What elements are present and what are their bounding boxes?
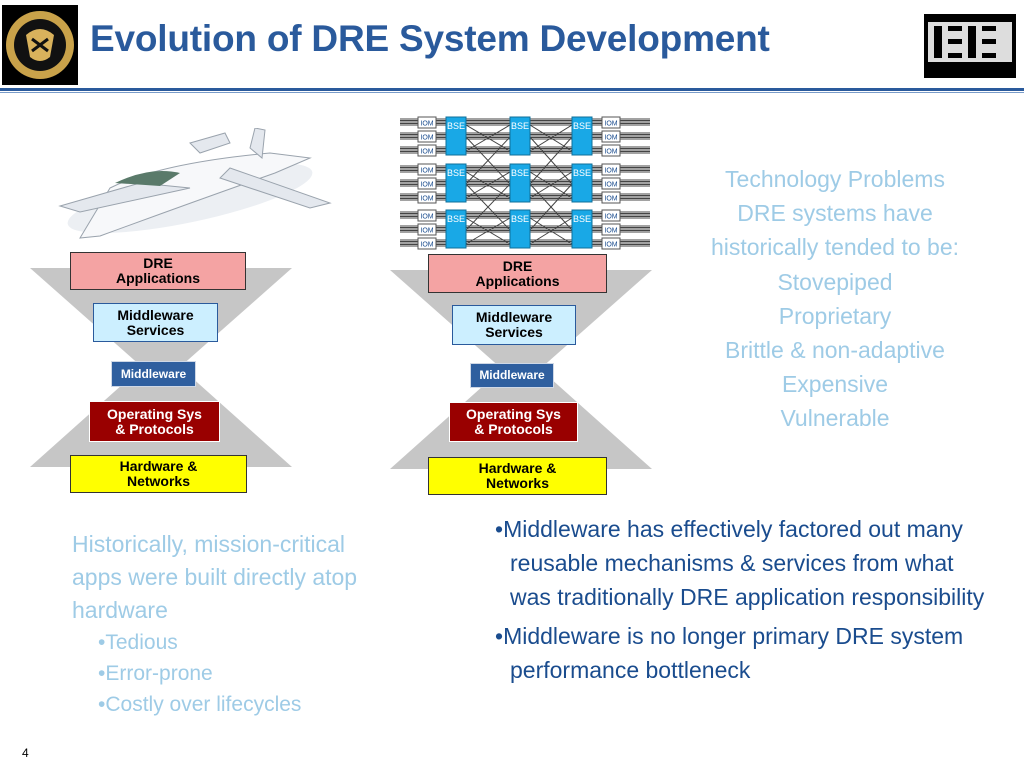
panel-line: DRE systems have bbox=[737, 200, 933, 227]
historical-line: Historically, mission-critical bbox=[72, 531, 346, 557]
panel-line: Vulnerable bbox=[780, 405, 890, 432]
iom-node: IOM bbox=[601, 237, 621, 250]
iom-node: IOM bbox=[417, 177, 437, 190]
panel-line: Brittle & non-adaptive bbox=[725, 337, 945, 364]
svg-text:IOM: IOM bbox=[604, 182, 617, 189]
historical-bullet: •Tedious bbox=[98, 631, 178, 654]
middleware-box: Middleware bbox=[111, 361, 196, 387]
svg-text:IOM: IOM bbox=[604, 135, 617, 142]
bse-node: BSE bbox=[571, 209, 593, 249]
iom-node: IOM bbox=[601, 177, 621, 190]
historical-line: apps were built directly atop bbox=[72, 564, 358, 590]
iom-node: IOM bbox=[601, 191, 621, 204]
historical-bullet: •Costly over lifecycles bbox=[98, 693, 302, 716]
svg-text:BSE: BSE bbox=[573, 121, 591, 131]
svg-text:IOM: IOM bbox=[604, 196, 617, 203]
bse-node: BSE bbox=[571, 116, 593, 156]
bullet-item: •Middleware is no longer primary DRE sys… bbox=[495, 623, 964, 683]
iom-node: IOM bbox=[417, 223, 437, 236]
svg-text:BSE: BSE bbox=[447, 121, 465, 131]
middleware-box-2: Middleware bbox=[470, 363, 554, 388]
bullet-item: •Middleware has effectively factored out… bbox=[495, 516, 985, 610]
bse-node: BSE bbox=[445, 163, 467, 203]
historical-bullet: •Error-prone bbox=[98, 662, 213, 685]
svg-text:BSE: BSE bbox=[447, 214, 465, 224]
iom-node: IOM bbox=[417, 191, 437, 204]
svg-text:IOM: IOM bbox=[420, 242, 433, 249]
page-title: Evolution of DRE System Development bbox=[90, 18, 770, 59]
iom-node: IOM bbox=[601, 130, 621, 143]
svg-text:IOM: IOM bbox=[420, 214, 433, 221]
svg-text:IOM: IOM bbox=[420, 121, 433, 128]
svg-text:IOM: IOM bbox=[604, 242, 617, 249]
panel-line: historically tended to be: bbox=[710, 234, 960, 261]
isis-institute-logo bbox=[924, 14, 1016, 78]
svg-text:IOM: IOM bbox=[420, 182, 433, 189]
bse-node: BSE bbox=[509, 116, 531, 156]
historical-text: Historically, mission-critical apps were… bbox=[72, 528, 452, 720]
iom-node: IOM bbox=[417, 130, 437, 143]
svg-text:IOM: IOM bbox=[604, 214, 617, 221]
network-diagram: IOM IOM IOM IOM IOM IOM IOM IOM IOM IOM IOM IOM IOM I… bbox=[400, 116, 650, 250]
hardware-networks-box: Hardware &Networks bbox=[70, 455, 247, 493]
bse-node: BSE bbox=[445, 209, 467, 249]
svg-text:BSE: BSE bbox=[573, 168, 591, 178]
iom-node: IOM bbox=[601, 144, 621, 157]
svg-text:IOM: IOM bbox=[420, 149, 433, 156]
svg-text:BSE: BSE bbox=[511, 214, 529, 224]
airplane-illustration bbox=[58, 128, 332, 239]
historical-line: hardware bbox=[72, 597, 168, 623]
panel-line: Stovepiped bbox=[777, 268, 893, 295]
vanderbilt-seal-logo bbox=[2, 5, 78, 85]
iom-node: IOM bbox=[417, 209, 437, 222]
svg-text:IOM: IOM bbox=[604, 168, 617, 175]
svg-text:IOM: IOM bbox=[420, 135, 433, 142]
panel-line: Expensive bbox=[781, 371, 889, 398]
operating-sys-box: Operating Sys& Protocols bbox=[89, 401, 220, 442]
iom-node: IOM bbox=[601, 163, 621, 176]
bse-node: BSE bbox=[571, 163, 593, 203]
svg-text:BSE: BSE bbox=[573, 214, 591, 224]
operating-sys-box-2: Operating Sys& Protocols bbox=[449, 402, 578, 442]
svg-text:IOM: IOM bbox=[604, 149, 617, 156]
iom-node: IOM bbox=[601, 116, 621, 129]
svg-text:IOM: IOM bbox=[420, 228, 433, 235]
iom-node: IOM bbox=[417, 116, 437, 129]
hardware-networks-box-2: Hardware &Networks bbox=[428, 457, 607, 495]
panel-line: Technology Problems bbox=[725, 166, 945, 192]
iom-node: IOM bbox=[601, 209, 621, 222]
svg-text:BSE: BSE bbox=[511, 121, 529, 131]
bse-node: BSE bbox=[445, 116, 467, 156]
iom-node: IOM bbox=[417, 144, 437, 157]
svg-text:IOM: IOM bbox=[420, 196, 433, 203]
svg-text:BSE: BSE bbox=[511, 168, 529, 178]
panel-line: Proprietary bbox=[778, 302, 892, 329]
bse-node: BSE bbox=[509, 209, 531, 249]
title-rule-thin bbox=[0, 92, 1024, 93]
page-number: 4 bbox=[22, 746, 29, 760]
iom-node: IOM bbox=[601, 223, 621, 236]
bse-node: BSE bbox=[509, 163, 531, 203]
svg-text:IOM: IOM bbox=[420, 168, 433, 175]
middleware-bullets: •Middleware has effectively factored out… bbox=[495, 512, 995, 692]
technology-problems-panel: Technology Problems DRE systems have his… bbox=[680, 162, 990, 436]
svg-text:BSE: BSE bbox=[447, 168, 465, 178]
title-rule bbox=[0, 88, 1024, 91]
iom-node: IOM bbox=[417, 237, 437, 250]
svg-text:IOM: IOM bbox=[604, 121, 617, 128]
svg-text:IOM: IOM bbox=[604, 228, 617, 235]
iom-node: IOM bbox=[417, 163, 437, 176]
